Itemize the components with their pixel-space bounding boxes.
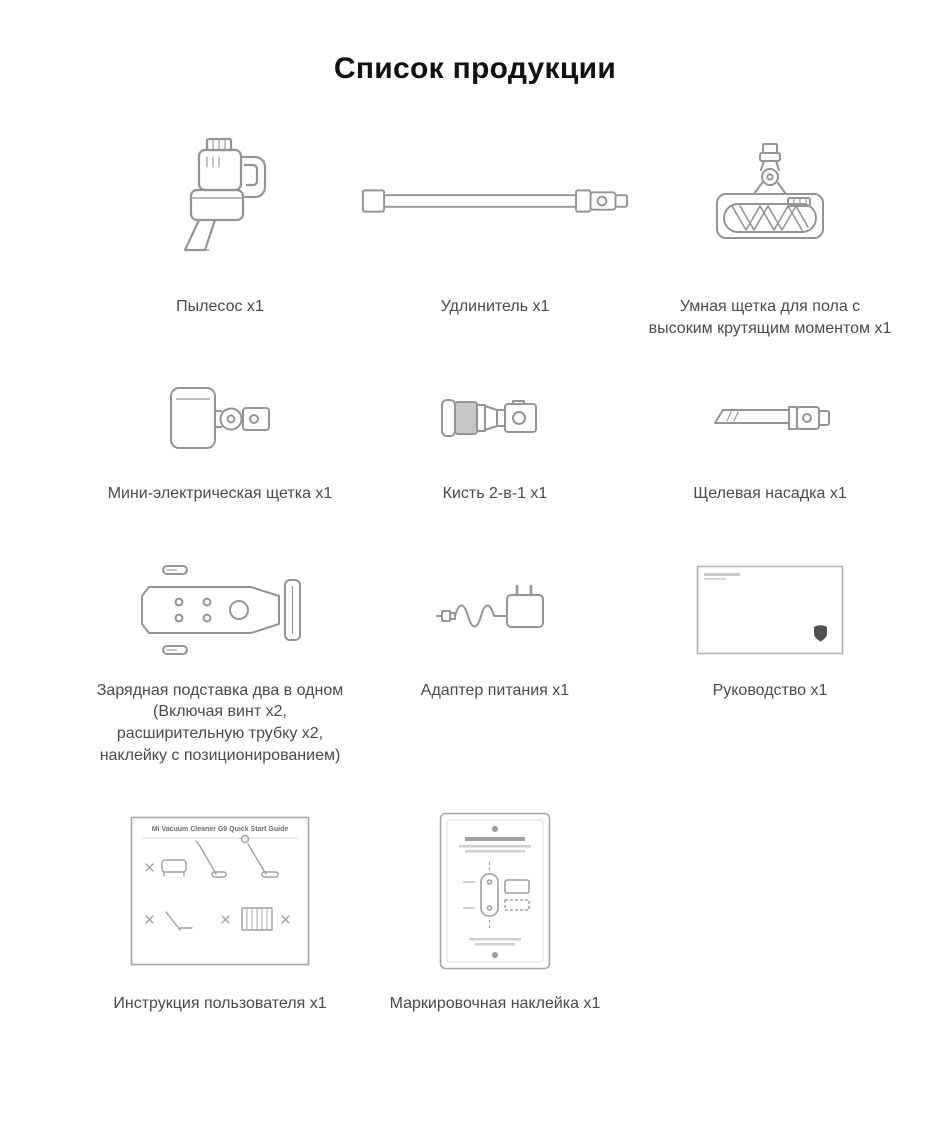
label-2in1-brush: Кисть 2-в-1 x1 [442,485,548,503]
product-card-floor-brush: Умная щетка для пола с высоким крутящим … [630,126,910,339]
vacuum-illustration [80,126,360,276]
guide-title-text: Mi Vacuum Cleaner G9 Quick Start Guide [152,826,289,833]
product-card-charging-dock: Зарядная подставка два в одном (Включая … [80,560,360,766]
charging-dock-illustration [80,560,360,660]
product-card-extension-tube: Удлинитель x1 [360,126,630,318]
label-user-guide: Инструкция пользователя x1 [113,995,327,1013]
label-charging-dock: Зарядная подставка два в одном (Включая … [96,681,344,764]
label-manual: Руководство x1 [712,681,828,699]
vacuum-cleaner-icon [183,137,267,252]
product-card-vacuum: Пылесос x1 [80,126,360,318]
floor-brush-icon [715,143,824,239]
user-guide-icon: Mi Vacuum Cleaner G9 Quick Start Guide [130,816,310,965]
extension-tube-illustration [360,126,630,276]
label-marking-sticker: Маркировочная наклейка x1 [389,995,601,1013]
product-card-mini-brush: Мини-электрическая щетка x1 [80,373,360,505]
power-adapter-icon [436,584,544,628]
products-row-4: Mi Vacuum Cleaner G9 Quick Start Guide [0,808,950,1015]
product-card-power-adapter: Адаптер питания x1 [360,560,630,702]
product-card-manual: Руководство x1 [630,560,910,702]
charging-dock-icon [140,564,301,655]
mini-electric-brush-icon [170,387,270,450]
products-row-2: Мини-электрическая щетка x1 Кисть 2-в-1 … [0,373,950,505]
products-row-1: Пылесос x1 Удлинитель x1 [0,126,950,339]
page-title: Список продукции [333,52,617,85]
crevice-nozzle-icon [714,406,830,431]
label-mini-brush: Мини-электрическая щетка x1 [107,485,333,503]
floor-brush-illustration [630,126,910,276]
label-floor-brush: Умная щетка для пола с высоким крутящим … [648,298,892,337]
label-vacuum: Пылесос x1 [176,298,264,315]
product-card-user-guide: Mi Vacuum Cleaner G9 Quick Start Guide [80,808,360,1015]
marking-sticker-illustration [360,808,630,973]
extension-tube-icon [361,189,629,213]
2in1-brush-illustration [360,373,630,463]
product-card-marking-sticker: Маркировочная наклейка x1 [360,808,630,1015]
manual-icon [696,565,844,655]
manual-illustration [630,560,910,660]
label-power-adapter: Адаптер питания x1 [420,681,570,699]
label-crevice-nozzle: Щелевая насадка x1 [693,485,847,503]
power-adapter-illustration [360,560,630,660]
2in1-brush-icon [441,399,537,438]
products-row-3: Зарядная подставка два в одном (Включая … [0,560,950,766]
mini-electric-brush-illustration [80,373,360,463]
product-card-2in1-brush: Кисть 2-в-1 x1 [360,373,630,505]
label-extension-tube: Удлинитель x1 [440,298,550,315]
marking-sticker-icon [439,812,551,969]
crevice-nozzle-illustration [630,373,910,463]
user-guide-illustration: Mi Vacuum Cleaner G9 Quick Start Guide [80,808,360,973]
product-card-crevice-nozzle: Щелевая насадка x1 [630,373,910,505]
